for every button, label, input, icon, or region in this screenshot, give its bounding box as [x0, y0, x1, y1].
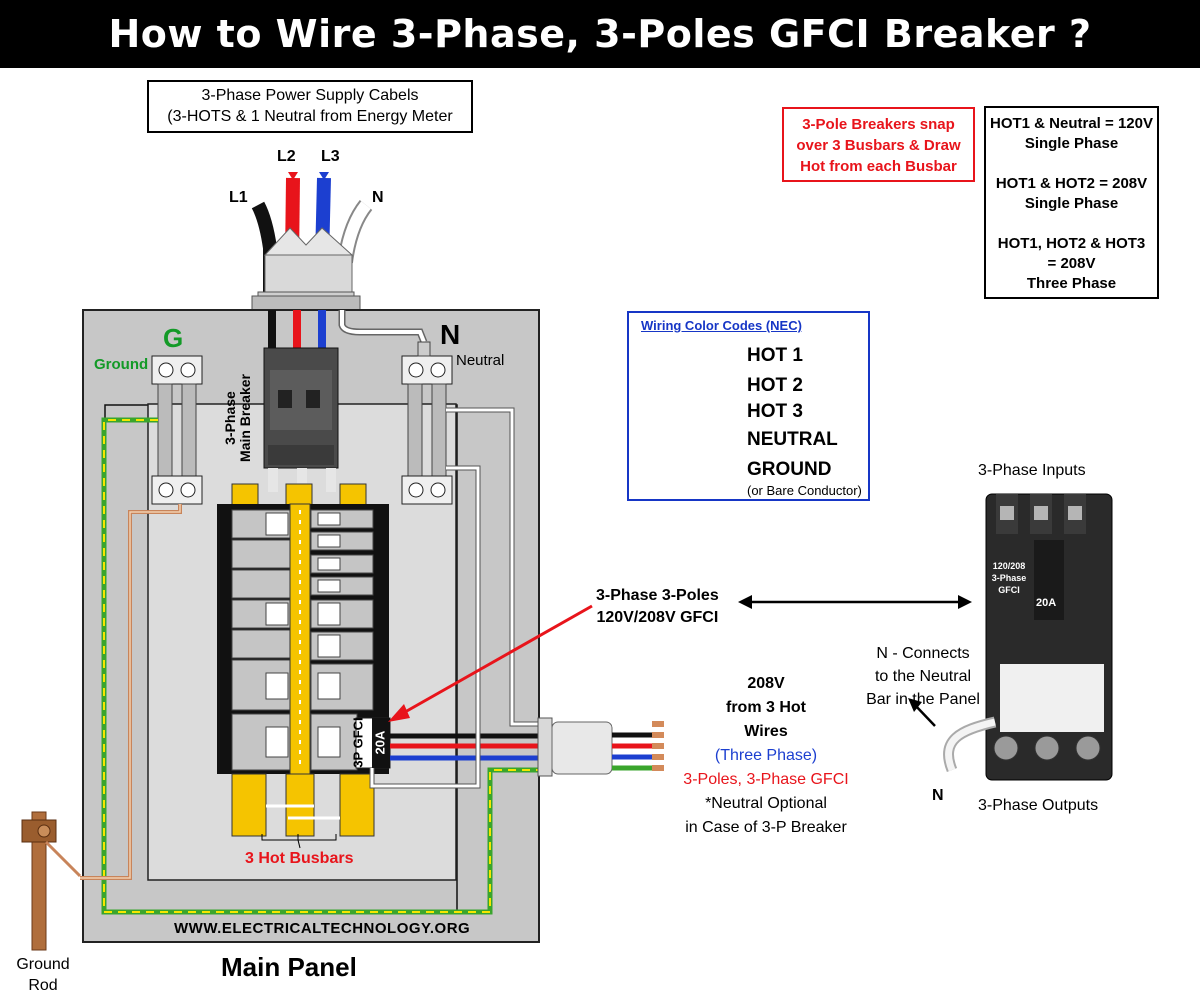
ground-rod — [21, 811, 82, 951]
legend-hot3: HOT 3 — [747, 401, 803, 422]
label-l1: L1 — [229, 189, 248, 206]
output-description: 208V from 3 Hot Wires (Three Phase) 3-Po… — [683, 675, 849, 836]
legend-hot2: HOT 2 — [747, 375, 803, 396]
legend-title: Wiring Color Codes (NEC) — [641, 318, 802, 333]
supply-cable — [251, 172, 373, 315]
neutral-connect-note: N - Connects to the Neutral Bar in the P… — [866, 645, 980, 708]
legend-hot1: HOT 1 — [747, 345, 803, 366]
gfci-breaker-photo — [943, 493, 1113, 781]
busbar-note-box: 3-Pole Breakers snap over 3 Busbars & Dr… — [782, 107, 975, 182]
legend-neutral: NEUTRAL — [747, 429, 838, 450]
ground-wires — [80, 417, 544, 915]
neutral-bar-label: Neutral — [456, 352, 505, 369]
gfci-output-wires — [369, 407, 544, 789]
ground-bar-label: Ground — [94, 356, 149, 373]
busbar-tabs — [231, 483, 367, 507]
breaker-stack — [217, 503, 391, 775]
neutral-bar — [401, 341, 453, 505]
label-l3: L3 — [321, 148, 340, 165]
wiring-diagram — [21, 172, 1113, 951]
main-panel-label: Main Panel — [221, 952, 357, 982]
breaker-inputs-label: 3-Phase Inputs — [978, 462, 1086, 479]
breaker-face-text: 120/208 3-Phase GFCI — [991, 561, 1027, 595]
website-label: WWW.ELECTRICALTECHNOLOGY.ORG — [174, 920, 471, 937]
gfci-breaker-rating: 20A — [372, 730, 388, 755]
page-title: How to Wire 3-Phase, 3-Poles GFCI Breake… — [0, 0, 1200, 68]
main-breaker — [263, 347, 339, 492]
supply-cable-box: 3-Phase Power Supply Cabels (3-HOTS & 1 … — [147, 80, 473, 133]
ground-letter: G — [163, 323, 184, 353]
callout-arrows — [388, 595, 972, 727]
ground-rod-label: Ground Rod — [16, 956, 70, 994]
neutral-letter: N — [440, 319, 461, 350]
ground-bar — [151, 355, 203, 505]
legend-ground-sub: (or Bare Conductor) — [747, 483, 862, 498]
main-breaker-label: 3-Phase Main Breaker — [222, 374, 253, 462]
wiring-color-legend: Wiring Color Codes (NEC) HOT 1 HOT 2 HOT… — [627, 311, 870, 501]
gfci-breaker-label: 3P GFCI — [350, 717, 366, 768]
legend-ground: GROUND — [747, 459, 832, 480]
output-cable — [537, 717, 664, 777]
hot-busbars — [231, 773, 375, 849]
busbars-label: 3 Hot Busbars — [245, 850, 354, 867]
internal-supply-wires — [268, 310, 428, 350]
voltage-reference-box: HOT1 & Neutral = 120V Single Phase HOT1 … — [984, 106, 1159, 299]
pigtail-neutral-label: N — [932, 787, 944, 804]
label-n: N — [372, 189, 384, 206]
breaker-outputs-label: 3-Phase Outputs — [978, 797, 1099, 814]
breaker-face-rating: 20A — [1036, 597, 1057, 609]
gfci-callout-label: 3-Phase 3-Poles 120V/208V GFCI — [596, 587, 719, 626]
label-l2: L2 — [277, 148, 296, 165]
